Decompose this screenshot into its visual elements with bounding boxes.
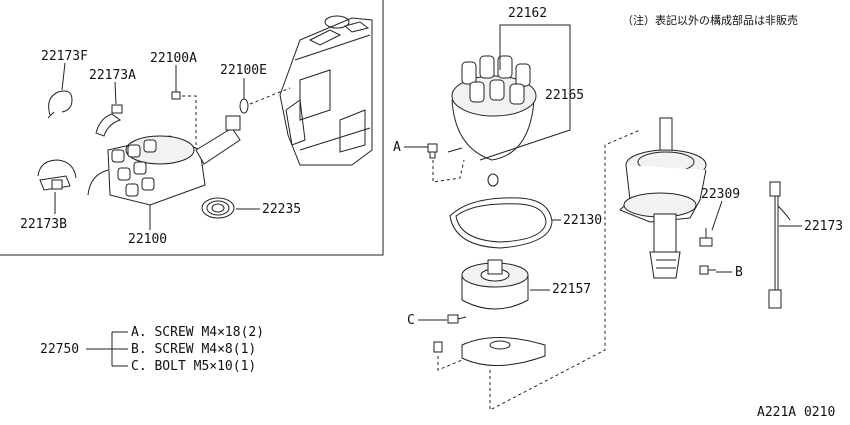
- note-text: （注）表記以外の構成部品は非販売: [622, 13, 798, 27]
- part-22235-spring: [201, 197, 235, 219]
- alignment-dash: [489, 129, 641, 411]
- label-22173F: 22173F: [41, 49, 88, 64]
- label-22100E: 22100E: [220, 63, 267, 78]
- part-22100A-screw: [171, 86, 181, 100]
- label-22162: 22162: [508, 6, 547, 21]
- label-22130: 22130: [563, 213, 602, 228]
- base-plate: [433, 337, 546, 366]
- distributor-body: [619, 117, 707, 279]
- kit-item-c: C. BOLT M5×10(1): [131, 359, 256, 374]
- drawing-code: A221A 0210: [757, 405, 835, 420]
- part-22173-wire: [768, 181, 791, 309]
- kit-22750: 22750 A. SCREW M4×18(2) B. SCREW M4×8(1)…: [40, 325, 264, 374]
- label-22165: 22165: [545, 88, 584, 103]
- label-22235: 22235: [262, 202, 301, 217]
- kit-item-b: B. SCREW M4×8(1): [131, 342, 256, 357]
- callout-a: A: [393, 140, 401, 155]
- part-22130-gasket: [449, 197, 553, 249]
- callout-c: C: [407, 313, 415, 328]
- screw-a: [427, 143, 438, 159]
- part-22173B-clamp: [37, 159, 77, 191]
- part-22173F-wire: [47, 90, 73, 119]
- label-22100: 22100: [128, 232, 167, 247]
- screw-b: [699, 265, 716, 275]
- part-22100-distributor: [87, 115, 241, 206]
- callout-b: B: [735, 265, 743, 280]
- kit-item-a: A. SCREW M4×18(2): [131, 325, 264, 340]
- part-22100E-oring: [239, 98, 249, 114]
- inset-frame: [0, 0, 384, 256]
- part-22162-cap: [447, 55, 537, 161]
- bolt-c: [447, 314, 467, 324]
- label-22309: 22309: [701, 187, 740, 202]
- part-22165-rotor: [487, 173, 499, 187]
- label-22173B: 22173B: [20, 217, 67, 232]
- label-22157: 22157: [552, 282, 591, 297]
- kit-number: 22750: [40, 342, 79, 357]
- part-22309-bracket: [699, 228, 713, 247]
- label-22173: 22173: [804, 219, 843, 234]
- part-22157-housing: [461, 259, 529, 310]
- label-22100A: 22100A: [150, 51, 197, 66]
- label-22173A: 22173A: [89, 68, 136, 83]
- part-22173A-clamp: [95, 104, 123, 137]
- engine-block: [279, 15, 373, 166]
